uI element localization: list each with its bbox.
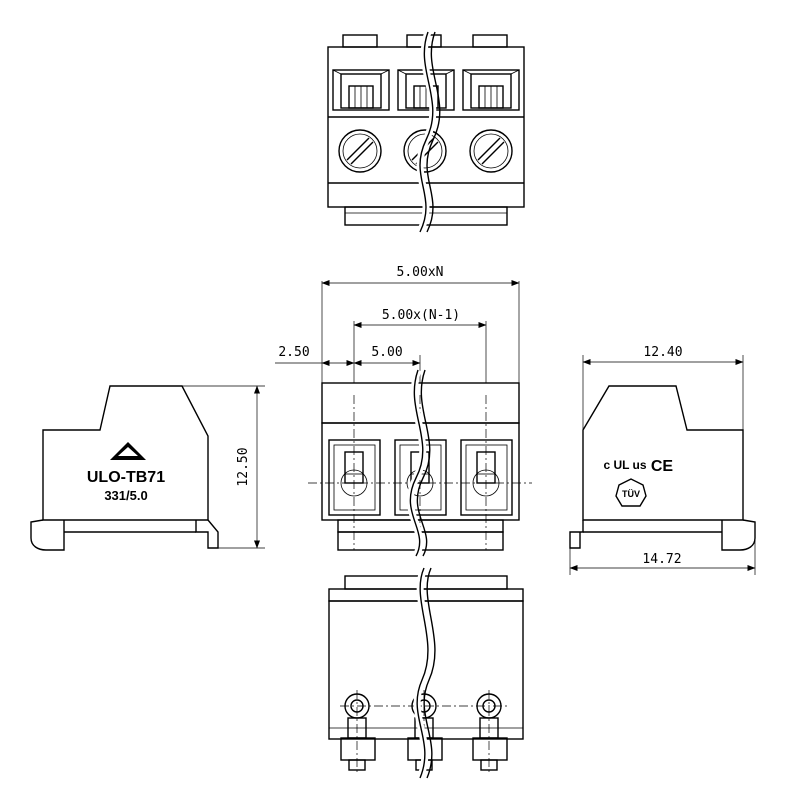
top-view <box>327 30 525 234</box>
tuv-mark: TÜV <box>615 478 647 507</box>
wire-entry-1 <box>332 69 390 111</box>
screw-3 <box>469 129 513 173</box>
dim-inner-width: 5.00x(N-1) <box>382 308 460 323</box>
top-tab-1 <box>342 34 378 48</box>
left-side-view: 12.50 ULO-TB71 331/5.0 <box>30 385 265 551</box>
pin-3 <box>472 693 508 771</box>
spec-label: 331/5.0 <box>104 488 147 503</box>
front-view: 5.00xN 5.00x(N-1) 2.50 5.00 <box>275 265 532 558</box>
dim-depth-bottom: 14.72 <box>642 552 681 567</box>
svg-text:TÜV: TÜV <box>622 489 640 499</box>
pin-1 <box>340 693 376 771</box>
screw-1 <box>338 129 382 173</box>
dim-total-width: 5.00xN <box>397 265 444 280</box>
wire-opening-3 <box>460 439 513 516</box>
model-label: ULO-TB71 <box>87 469 165 486</box>
wire-entry-3 <box>462 69 520 111</box>
bottom-view <box>328 566 524 780</box>
ce-mark: CE <box>651 458 674 475</box>
ul-mark: c UL us <box>603 458 646 472</box>
bottom-view-rail <box>344 575 508 590</box>
left-side-body <box>42 385 209 521</box>
break-line-bottom <box>413 566 436 780</box>
dim-edge-offset: 2.50 <box>278 345 309 360</box>
right-side-view: 12.40 14.72 c UL us CE TÜV <box>569 345 756 575</box>
break-line-front <box>406 368 431 558</box>
break-line-top <box>416 30 441 234</box>
dim-height: 12.50 <box>236 447 251 486</box>
top-tab-3 <box>472 34 508 48</box>
brand-logo <box>110 442 146 460</box>
right-side-body <box>582 385 744 521</box>
dim-depth-top: 12.40 <box>643 345 682 360</box>
wire-opening-1 <box>328 439 381 516</box>
dim-pitch: 5.00 <box>371 345 402 360</box>
